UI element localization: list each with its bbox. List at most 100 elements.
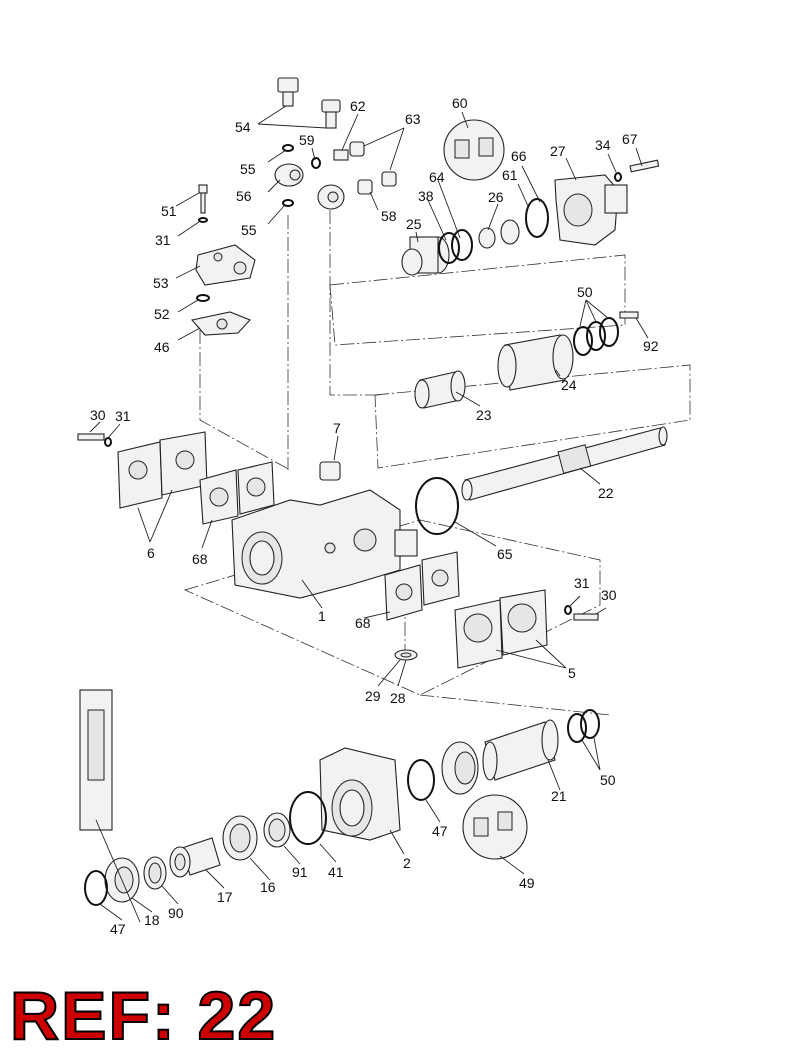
section-detail bbox=[79, 689, 113, 831]
callout-5: 5 bbox=[568, 665, 576, 681]
detail-circle-49 bbox=[462, 794, 528, 860]
callout-68-left: 68 bbox=[192, 551, 208, 567]
callout-55-lower: 55 bbox=[241, 222, 257, 238]
o-rings-50-bottom bbox=[567, 709, 600, 743]
assembly-lines bbox=[183, 210, 691, 716]
callout-47-mid: 47 bbox=[432, 823, 448, 839]
o-ring-66 bbox=[525, 198, 549, 238]
bolt-54 bbox=[277, 77, 341, 129]
callout-55-upper: 55 bbox=[240, 161, 256, 177]
bolt-67 bbox=[614, 159, 660, 182]
callout-31-top: 31 bbox=[155, 232, 171, 248]
callout-38: 38 bbox=[418, 188, 434, 204]
callout-21: 21 bbox=[551, 788, 567, 804]
callout-50-bottom: 50 bbox=[600, 772, 616, 788]
o-ring-52 bbox=[196, 294, 210, 302]
bolt-51 bbox=[198, 184, 208, 223]
callout-1: 1 bbox=[318, 608, 326, 624]
callout-91: 91 bbox=[292, 864, 308, 880]
callout-56: 56 bbox=[236, 188, 252, 204]
o-ring-65 bbox=[415, 477, 459, 535]
callout-2: 2 bbox=[403, 855, 411, 871]
callout-30-left: 30 bbox=[90, 407, 106, 423]
callout-53: 53 bbox=[153, 275, 169, 291]
callout-23: 23 bbox=[476, 407, 492, 423]
o-ring-47-mid bbox=[407, 759, 435, 801]
gasket-68-left bbox=[199, 461, 275, 525]
flange-5 bbox=[454, 589, 548, 669]
callout-47-end: 47 bbox=[110, 921, 126, 937]
callout-64: 64 bbox=[429, 169, 445, 185]
callout-65: 65 bbox=[497, 546, 513, 562]
callout-26: 26 bbox=[488, 189, 504, 205]
bolt-30-left bbox=[77, 433, 112, 447]
callout-16: 16 bbox=[260, 879, 276, 895]
callout-24: 24 bbox=[561, 377, 577, 393]
callout-49: 49 bbox=[519, 875, 535, 891]
shaft-22 bbox=[461, 426, 668, 501]
fitting-62 bbox=[317, 149, 349, 210]
callout-68-right: 68 bbox=[355, 615, 371, 631]
callout-50-top: 50 bbox=[577, 284, 593, 300]
sleeve-25 bbox=[401, 236, 450, 276]
fitting-56 bbox=[274, 163, 304, 187]
callout-18: 18 bbox=[144, 912, 160, 928]
flange-6 bbox=[117, 431, 208, 509]
bolt-30-right bbox=[564, 605, 599, 621]
leader-lines bbox=[89, 105, 649, 923]
callout-92: 92 bbox=[643, 338, 659, 354]
callout-22: 22 bbox=[598, 485, 614, 501]
seal-49-parts bbox=[441, 741, 479, 795]
callout-52: 52 bbox=[154, 306, 170, 322]
callout-58: 58 bbox=[381, 208, 397, 224]
callout-41: 41 bbox=[328, 864, 344, 880]
callout-62: 62 bbox=[350, 98, 366, 114]
plug-7 bbox=[319, 461, 341, 481]
spool-24 bbox=[497, 334, 574, 391]
callout-28: 28 bbox=[390, 690, 406, 706]
callout-34: 34 bbox=[595, 137, 611, 153]
spool-23 bbox=[414, 370, 466, 409]
callout-6: 6 bbox=[147, 545, 155, 561]
callout-51: 51 bbox=[161, 203, 177, 219]
callout-30-right: 30 bbox=[601, 587, 617, 603]
callout-labels: 1 2 5 6 7 16 17 18 21 22 23 24 25 26 27 … bbox=[90, 95, 659, 937]
o-ring-47-end bbox=[84, 870, 108, 906]
detail-circle-60 bbox=[443, 119, 505, 181]
callout-66: 66 bbox=[511, 148, 527, 164]
bellows-21 bbox=[482, 719, 559, 781]
callout-25: 25 bbox=[406, 216, 422, 232]
piston-17 bbox=[169, 837, 221, 878]
gasket-68-right bbox=[384, 551, 460, 621]
o-ring-38 bbox=[438, 232, 460, 264]
callout-31-right: 31 bbox=[574, 575, 590, 591]
seal-61 bbox=[478, 219, 520, 249]
callout-54: 54 bbox=[235, 119, 251, 135]
o-rings-55-59 bbox=[282, 144, 321, 207]
callout-59: 59 bbox=[299, 132, 315, 148]
callout-90: 90 bbox=[168, 905, 184, 921]
callout-61: 61 bbox=[502, 167, 518, 183]
cover-53 bbox=[195, 244, 256, 286]
end-cap-27 bbox=[554, 174, 628, 246]
fittings-63-58 bbox=[349, 141, 397, 195]
o-ring-41 bbox=[289, 791, 327, 845]
washer-28-29 bbox=[394, 649, 418, 661]
ring-90 bbox=[143, 856, 167, 890]
reference-label: REF: 22 bbox=[9, 978, 278, 1054]
callout-63: 63 bbox=[405, 111, 421, 127]
callout-29: 29 bbox=[365, 688, 381, 704]
sleeve-16 bbox=[222, 815, 258, 861]
housing-1 bbox=[231, 489, 418, 599]
callout-60: 60 bbox=[452, 95, 468, 111]
callout-46: 46 bbox=[154, 339, 170, 355]
callout-31-left: 31 bbox=[115, 408, 131, 424]
ring-91 bbox=[263, 812, 291, 848]
callout-7: 7 bbox=[333, 420, 341, 436]
callout-27: 27 bbox=[550, 143, 566, 159]
callout-67: 67 bbox=[622, 131, 638, 147]
pin-92 bbox=[619, 311, 639, 319]
housing-2 bbox=[319, 747, 401, 841]
o-ring-64 bbox=[451, 229, 473, 261]
